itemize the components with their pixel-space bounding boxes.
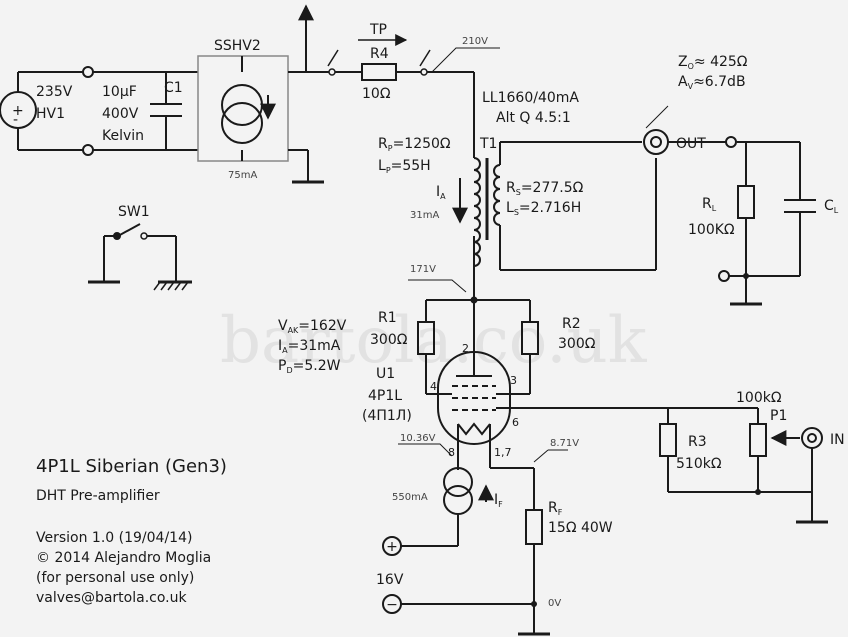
c1-value-3: Kelvin [102, 128, 144, 144]
out-jack [643, 129, 669, 155]
pin-8: 8 [448, 446, 455, 459]
hv1-name: HV1 [36, 106, 65, 122]
ls-label: LS=2.716H [506, 200, 581, 217]
pd-label: PD=5.2W [278, 358, 341, 375]
pin-4: 4 [430, 380, 437, 393]
ia-current: 31mA [410, 210, 439, 221]
rs-label: RS=277.5Ω [506, 180, 584, 197]
t1-name: T1 [479, 136, 497, 152]
r2-name: R2 [562, 316, 581, 332]
pin-6: 6 [512, 416, 519, 429]
in-label: IN [830, 432, 845, 448]
c1-name: C1 [164, 80, 183, 96]
sshv2-name: SSHV2 [214, 38, 261, 54]
p1-name: P1 [770, 408, 787, 424]
tp-label: TP [369, 22, 387, 38]
in-jack [801, 427, 823, 449]
zo-label: ZO≈ 425Ω [678, 54, 748, 71]
t1-ratio: Alt Q 4.5:1 [496, 110, 571, 126]
rl-name: RL [702, 196, 717, 213]
p1-value: 100kΩ [736, 390, 782, 406]
voltage-10-36: 10.36V [400, 433, 436, 444]
voltage-8-71: 8.71V [550, 438, 579, 449]
r3-name: R3 [688, 434, 707, 450]
voltage-0: 0V [548, 598, 561, 609]
rp-label: RP=1250Ω [378, 136, 451, 153]
t1-model: LL1660/40mA [482, 90, 579, 106]
sw1-switch [88, 223, 192, 291]
pin-2: 2 [462, 342, 469, 355]
copyright-text: © 2014 Alejandro Moglia [36, 550, 211, 566]
filament-current: 550mA [392, 492, 428, 503]
c1-value-1: 10µF [102, 84, 137, 100]
sw1-name: SW1 [118, 204, 150, 220]
diagram-subtitle: DHT Pre-amplifier [36, 488, 160, 504]
p1-potentiometer [749, 423, 767, 457]
rl-value: 100KΩ [688, 222, 735, 238]
u1-tube [437, 351, 668, 450]
ia-arrow-label: IA [436, 184, 446, 201]
vak-label: VAK=162V [278, 318, 347, 335]
sshv2-regulator [197, 55, 324, 184]
diagram-title: 4P1L Siberian (Gen3) [36, 456, 227, 477]
filament-current-source [443, 467, 473, 515]
version-text: Version 1.0 (19/04/14) [36, 530, 192, 546]
u1-alt: (4П1Л) [362, 408, 412, 424]
usage-text: (for personal use only) [36, 570, 194, 586]
c1-capacitor [150, 72, 182, 150]
u1-name: U1 [376, 366, 395, 382]
rf-value: 15Ω 40W [548, 520, 613, 536]
if-label: IF [494, 492, 503, 509]
r4-resistor [361, 63, 397, 81]
pin-1-7: 1,7 [494, 446, 512, 459]
rf-resistor [525, 509, 543, 545]
r1-name: R1 [378, 310, 397, 326]
supply-16v: 16V [376, 572, 404, 588]
r3-resistor [659, 423, 677, 457]
plus-terminal: + [386, 539, 398, 555]
r1-value: 300Ω [370, 332, 408, 348]
av-label: AV≈6.7dB [678, 74, 746, 91]
minus-terminal: − [386, 597, 398, 613]
hv1-voltage: 235V [36, 84, 73, 100]
rf-name: RF [548, 500, 563, 517]
r4-name: R4 [370, 46, 389, 62]
u1-type: 4P1L [368, 388, 402, 404]
out-label: OUT [676, 136, 706, 152]
r3-value: 510kΩ [676, 456, 722, 472]
lp-label: LP=55H [378, 158, 431, 175]
cl-label: CL [824, 198, 839, 215]
voltage-171: 171V [410, 264, 436, 275]
voltage-210: 210V [462, 36, 488, 47]
email-text: valves@bartola.co.uk [36, 590, 187, 606]
sshv2-current: 75mA [228, 170, 257, 181]
pin-3: 3 [510, 374, 517, 387]
r4-value: 10Ω [362, 86, 391, 102]
ia-label: IA=31mA [278, 338, 341, 355]
rl-resistor [737, 185, 755, 219]
c1-value-2: 400V [102, 106, 139, 122]
t1-transformer [473, 142, 501, 270]
svg-text:+: + [12, 103, 24, 119]
svg-text:-: - [13, 112, 18, 128]
r2-value: 300Ω [558, 336, 596, 352]
